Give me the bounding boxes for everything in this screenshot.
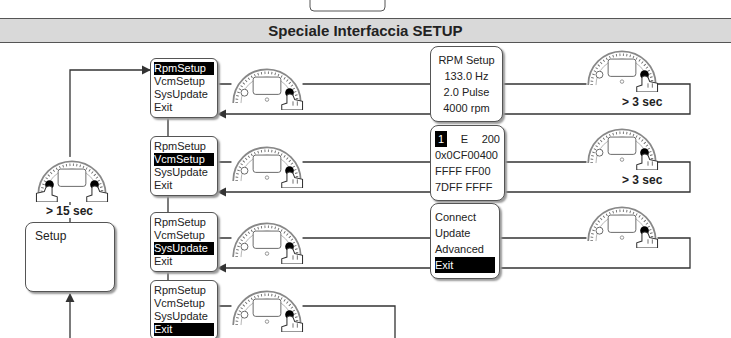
- menu-box: RpmSetupVcmSetupSysUpdateExit: [150, 212, 218, 272]
- menu-item: SysUpdate: [154, 310, 214, 323]
- text-row: Exit: [154, 179, 214, 192]
- menu-item: Update: [435, 225, 495, 241]
- menu-item: RpmSetup: [154, 216, 214, 229]
- text-row: SysUpdate: [154, 166, 214, 179]
- menu-item: RpmSetup: [154, 284, 214, 297]
- text-row: VcmSetup: [154, 75, 214, 88]
- text-row: Advanced: [435, 241, 495, 257]
- menu-item: VcmSetup: [154, 297, 214, 310]
- text-row: SysUpdate: [154, 310, 214, 323]
- menu-item: 2.0 Pulse: [435, 84, 498, 100]
- knob-icon: [231, 287, 302, 332]
- text-row: Exit: [154, 101, 214, 114]
- text-row: SysUpdate: [154, 242, 214, 255]
- connector: [167, 272, 168, 280]
- menu-item: SysUpdate: [154, 88, 214, 101]
- selected-item: Exit: [154, 323, 214, 336]
- connector: [167, 118, 168, 136]
- menu-item: 0x0CF00400: [435, 147, 500, 163]
- menu-item: 7DFF FFFF: [435, 179, 500, 195]
- text-row: Exit: [154, 323, 214, 336]
- time-label: > 3 sec: [620, 96, 664, 109]
- menu-item: Exit: [154, 101, 214, 114]
- menu-item: Exit: [154, 179, 214, 192]
- menu-box: RpmSetupVcmSetupSysUpdateExit: [150, 280, 218, 338]
- connector: [167, 196, 168, 212]
- text-row: SysUpdate: [154, 88, 214, 101]
- text-row: RPM Setup: [435, 52, 498, 68]
- menu-item: E: [461, 131, 468, 147]
- menu-item: SysUpdate: [154, 166, 214, 179]
- knob-icon: [231, 65, 302, 110]
- selected-item: SysUpdate: [154, 242, 214, 255]
- text-row: VcmSetup: [154, 229, 214, 242]
- selected-item: Exit: [435, 257, 495, 273]
- text-row: FFFF FF00: [435, 163, 500, 179]
- menu-item: FFFF FF00: [435, 163, 500, 179]
- top-box: [310, 0, 385, 11]
- selected-item: VcmSetup: [154, 153, 214, 166]
- setup-box: Setup: [25, 222, 115, 292]
- text-row: RpmSetup: [154, 216, 214, 229]
- text-row: 7DFF FFFF: [435, 179, 500, 195]
- menu-box: RpmSetupVcmSetupSysUpdateExit: [150, 58, 218, 118]
- menu-item: Setup: [35, 229, 105, 244]
- text-row: Setup: [35, 229, 105, 244]
- text-row: RpmSetup: [154, 284, 214, 297]
- menu-item: 133.0 Hz: [435, 68, 498, 84]
- text-row: Exit: [435, 257, 495, 273]
- menu-item: RPM Setup: [435, 52, 498, 68]
- return-line: [69, 294, 70, 338]
- menu-item: 200: [482, 131, 500, 147]
- menu-item: RpmSetup: [154, 140, 214, 153]
- text-row: RpmSetup: [154, 140, 214, 153]
- menu-item: Advanced: [435, 241, 495, 257]
- knob-icon: [231, 219, 302, 264]
- text-row: Update: [435, 225, 495, 241]
- menu-item: 4000 rpm: [435, 100, 498, 116]
- time-label: > 15 sec: [44, 205, 95, 218]
- knob-icon: [36, 157, 107, 202]
- menu-item: Connect: [435, 209, 495, 225]
- menu-item: VcmSetup: [154, 229, 214, 242]
- screen-box: ConnectUpdateAdvancedExit: [430, 203, 500, 279]
- title-band: Speciale Interfaccia SETUP: [0, 18, 731, 43]
- menu-item: VcmSetup: [154, 75, 214, 88]
- selected-item: RpmSetup: [154, 62, 214, 75]
- menu-box: RpmSetupVcmSetupSysUpdateExit: [150, 136, 218, 196]
- text-row: Exit: [154, 255, 214, 268]
- menu-item: Exit: [154, 255, 214, 268]
- screen-box: 1E 2000x0CF00400FFFF FF007DFF FFFF: [430, 125, 505, 201]
- time-label: > 3 sec: [620, 174, 664, 187]
- text-row: RpmSetup: [154, 62, 214, 75]
- knob-icon: [586, 125, 657, 170]
- text-row: 4000 rpm: [435, 100, 498, 116]
- text-row: 1E 200: [435, 131, 500, 147]
- screen-box: RPM Setup133.0 Hz2.0 Pulse4000 rpm: [430, 46, 503, 122]
- text-row: 0x0CF00400: [435, 147, 500, 163]
- text-row: 2.0 Pulse: [435, 84, 498, 100]
- selected-item: 1: [435, 131, 447, 147]
- knob-icon: [231, 143, 302, 188]
- text-row: VcmSetup: [154, 297, 214, 310]
- knob-icon: [586, 47, 657, 92]
- text-row: VcmSetup: [154, 153, 214, 166]
- knob-icon: [586, 203, 657, 248]
- text-row: Connect: [435, 209, 495, 225]
- text-row: 133.0 Hz: [435, 68, 498, 84]
